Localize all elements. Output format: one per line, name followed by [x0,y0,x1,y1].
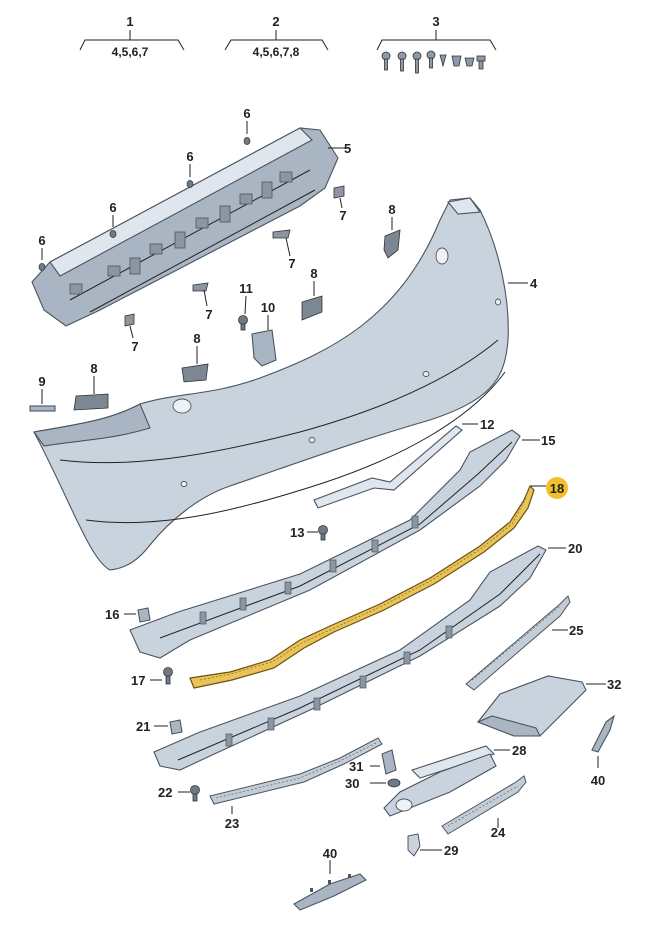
label-7c: 7 [205,307,212,322]
label-16: 16 [105,607,119,622]
label-9: 9 [38,374,45,389]
part-28-bracket [410,745,496,779]
label-18: 18 [550,481,564,496]
part-12-trim-strip [313,425,463,509]
label-6d: 6 [38,233,45,248]
label-5: 5 [344,141,351,156]
label-6a: 6 [243,106,250,121]
label-25: 25 [569,623,583,638]
part-10-bracket [251,329,277,367]
group-3: 3 [376,14,497,74]
label-22: 22 [158,785,172,800]
label-13: 13 [290,525,304,540]
label-10: 10 [261,300,275,315]
part-11-screw-icon [238,315,248,331]
part-29-plug-icon [407,833,421,857]
part-40-reflector-right [591,714,615,753]
group-1-items: 4,5,6,7 [112,45,149,59]
label-20: 20 [568,541,582,556]
group-3-number: 3 [432,14,439,29]
label-32: 32 [607,677,621,692]
part-40-reflector-lower [293,873,367,911]
highlight-badge [546,477,568,499]
label-7d: 7 [131,339,138,354]
part-31-clip [381,749,397,775]
part-28-tow-cover [383,753,497,817]
label-8b: 8 [310,266,317,281]
label-31: 31 [349,759,363,774]
group-1-number: 1 [126,14,133,29]
group-1: 1 4,5,6,7 [79,14,185,59]
part-15-diffuser: 15 [129,429,555,659]
label-6c: 6 [109,200,116,215]
guide-8-icons [73,229,401,411]
part-17-screw-icon [163,667,173,685]
part-30-washer [387,778,401,788]
part-9-strip [29,405,56,412]
label-15: 15 [541,433,555,448]
part-22-screw-icon [190,785,200,802]
label-24: 24 [491,825,506,840]
group-2: 2 4,5,6,7,8 [224,14,329,59]
bracket-7-icons [124,185,345,327]
label-7a: 7 [339,208,346,223]
part-5-carrier: 5 [31,127,351,327]
label-12: 12 [480,417,494,432]
label-23: 23 [225,816,239,831]
fasteners-icon [381,50,486,74]
label-11: 11 [239,281,253,296]
group-2-items: 4,5,6,7,8 [253,45,300,59]
label-29: 29 [444,843,458,858]
label-21: 21 [136,719,150,734]
part-16-clip [137,607,151,623]
label-7b: 7 [288,256,295,271]
part-13-screw-icon [318,525,328,541]
clip-6-icons [38,137,251,271]
label-17: 17 [131,673,145,688]
label-40a: 40 [591,773,605,788]
part-21-clip [169,719,183,735]
label-40b: 40 [323,846,337,861]
label-28: 28 [512,743,526,758]
label-8c: 8 [193,331,200,346]
part-4-bumper-cover: 4 [33,197,538,571]
label-6b: 6 [186,149,193,164]
part-18-highlighted-trim: 18 [189,477,568,689]
part-23-grille [209,737,383,805]
part-20-diffuser: 20 [153,541,582,771]
part-25-grille [465,595,571,691]
group-2-number: 2 [272,14,279,29]
part-24-grille [441,775,527,835]
label-8d: 8 [90,361,97,376]
label-30: 30 [345,776,359,791]
label-8a: 8 [388,202,395,217]
label-4: 4 [530,276,538,291]
